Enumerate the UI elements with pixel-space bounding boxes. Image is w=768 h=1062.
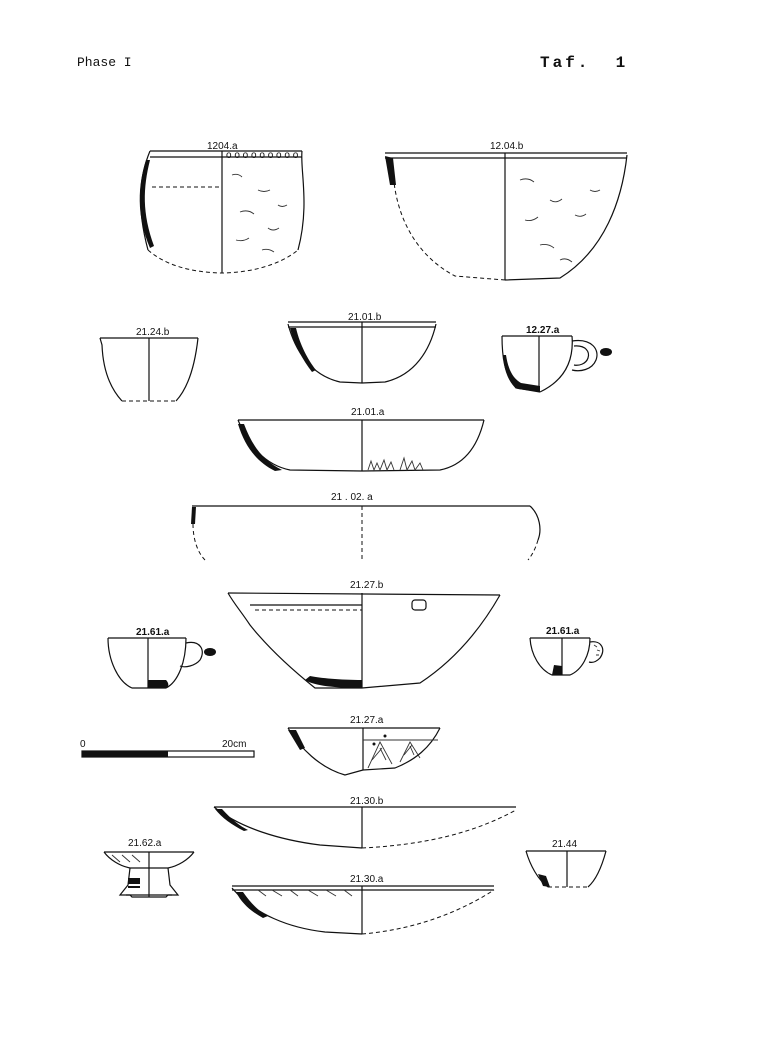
vessel-21-01-a: 21.01.a [237,407,485,472]
vessel-label: 21.61.a [136,627,170,638]
vessel-21-61-a-left: 21.61.a [107,627,216,689]
vessel-21-61-a-right: 21.61.a [529,626,604,676]
vessel-21-27-a: 21.27.a [287,715,441,776]
vessel-label: 21.27.b [350,580,384,591]
vessel-label: 21.62.a [128,838,162,849]
phase-label: Phase I [77,55,132,70]
vessel-21-30-a: 21.30.a [231,874,495,935]
vessel-label: 21.44 [552,839,577,850]
vessel-label: 21.01.b [348,312,382,323]
vessel-21-44: 21.44 [525,839,607,888]
vessel-label: 12.04.b [490,141,524,152]
vessel-21-27-b: 21.27.b [227,580,501,689]
vessel-label: 21.30.b [350,796,384,807]
scale-end-label: 20cm [222,739,246,750]
vessel-21-24-b: 21.24.b [99,327,199,402]
scale-bar: 0 20cm [80,739,255,758]
vessel-12-27-a: 12.27.a [501,325,612,393]
plate-number: Taf. 1 [540,54,628,72]
vessel-label: 21.24.b [136,327,170,338]
vessel-21-01-b: 21.01.b [287,312,437,384]
scale-start-label: 0 [80,739,86,750]
vessel-label: 21.01.a [351,407,385,418]
vessel-21-30-b: 21.30.b [213,796,517,849]
svg-text:o o o o o o o o o: o o o o o o o o o [226,150,299,161]
vessel-label: 21.30.a [350,874,384,885]
vessel-label: 12.27.a [526,325,560,336]
vessel-21-62-a: 21.62.a [103,838,195,898]
vessel-21-02-a: 21 . 02. a [191,492,541,561]
vessel-12-04-b: 12.04.b [385,141,628,281]
vessel-label: 21 . 02. a [331,492,373,503]
vessel-1204-a: 1204.a o o o o o o o o o [139,141,305,274]
vessel-label: 21.27.a [350,715,384,726]
vessel-label: 21.61.a [546,626,580,637]
vessel-label: 1204.a [207,141,238,152]
